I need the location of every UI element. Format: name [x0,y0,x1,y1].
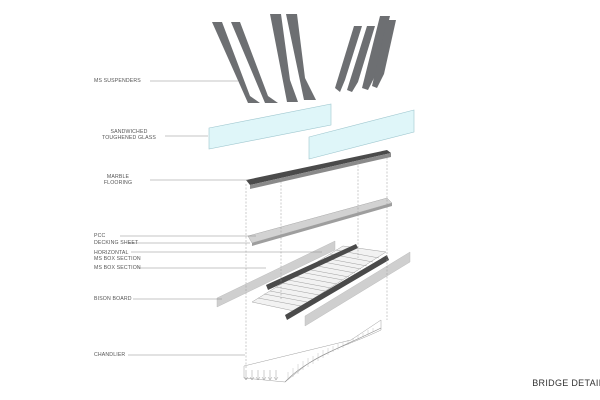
label-horizontal: HORIZONTAL [94,250,129,256]
toughened-glass-panels [208,103,415,160]
label-glass-line2: TOUGHENED GLASS [101,135,157,142]
label-marble-flooring: MARBLE FLOORING [96,174,140,187]
pcc-deck [247,197,393,246]
label-chandlier: CHANDLIER [94,352,126,358]
label-sandwiched-glass: SANDWICHED TOUGHENED GLASS [94,129,164,142]
caption-bridge-detail: BRIDGE DETAIL [532,378,600,388]
chandlier [243,319,382,383]
label-marble-line2: FLOORING [103,180,133,187]
alignment-dashes [245,154,388,368]
ms-suspenders [212,14,396,103]
bison-board-panels [216,240,411,327]
label-decking-sheet: DECKING SHEET [94,240,139,246]
label-glass-line1: SANDWICHED [110,129,148,135]
leader-lines [120,80,322,356]
ms-box-section-beams [266,244,389,320]
label-ms-suspenders: MS SUSPENDERS [94,78,141,84]
marble-flooring [246,150,391,189]
label-ms-box-section: MS BOX SECTION [94,265,141,271]
label-marble-line1: MARBLE [106,174,130,180]
label-bison-board: BISON BOARD [94,296,132,302]
label-pcc: PCC [94,233,106,239]
label-horizontal-box-section: MS BOX SECTION [94,256,141,262]
